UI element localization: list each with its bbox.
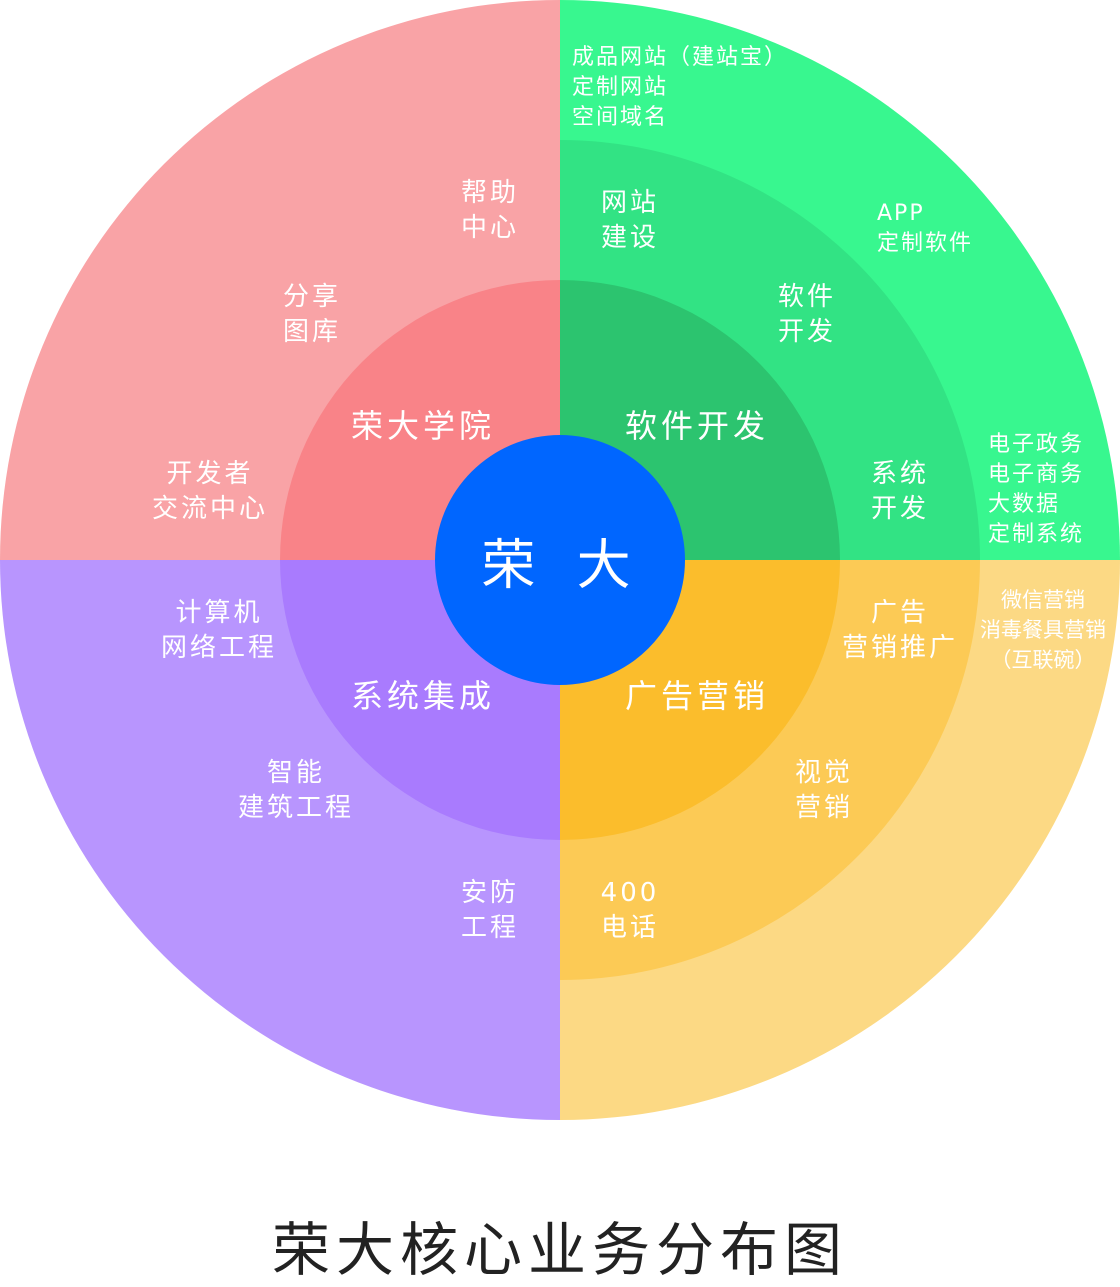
item-system-dev: 系统开发 [870, 459, 930, 524]
business-wheel [0, 0, 1120, 1120]
core-circle [435, 435, 685, 685]
item-visual-marketing: 视觉营销 [794, 758, 854, 823]
item-website-building: 网站建设 [600, 188, 660, 253]
item-developer-community: 开发者交流中心 [151, 459, 269, 524]
item-share-gallery: 分享图库 [282, 282, 342, 347]
outer-wechat-list: 微信营销消毒餐具营销（互联碗） [980, 588, 1106, 672]
diagram-title: 荣大核心业务分布图 [271, 1216, 849, 1284]
quadrant-software: 软件开发 [624, 407, 770, 445]
core-label: 荣 大 [481, 533, 643, 597]
quadrant-marketing: 广告营销 [624, 677, 770, 715]
item-smart-building: 智能建筑工程 [237, 758, 355, 823]
item-security-engineering: 安防工程 [460, 878, 520, 943]
quadrant-integration: 系统集成 [350, 677, 496, 715]
item-software-dev: 软件开发 [777, 282, 837, 347]
outer-website-list: 成品网站（建站宝）定制网站空间域名 [572, 45, 789, 130]
outer-system-list: 电子政务电子商务大数据定制系统 [988, 432, 1085, 547]
item-network-engineering: 计算机网络工程 [160, 598, 278, 663]
quadrant-academy: 荣大学院 [350, 407, 496, 445]
item-ad-promotion: 广告营销推广 [841, 598, 959, 663]
item-help-center: 帮助中心 [460, 178, 520, 243]
